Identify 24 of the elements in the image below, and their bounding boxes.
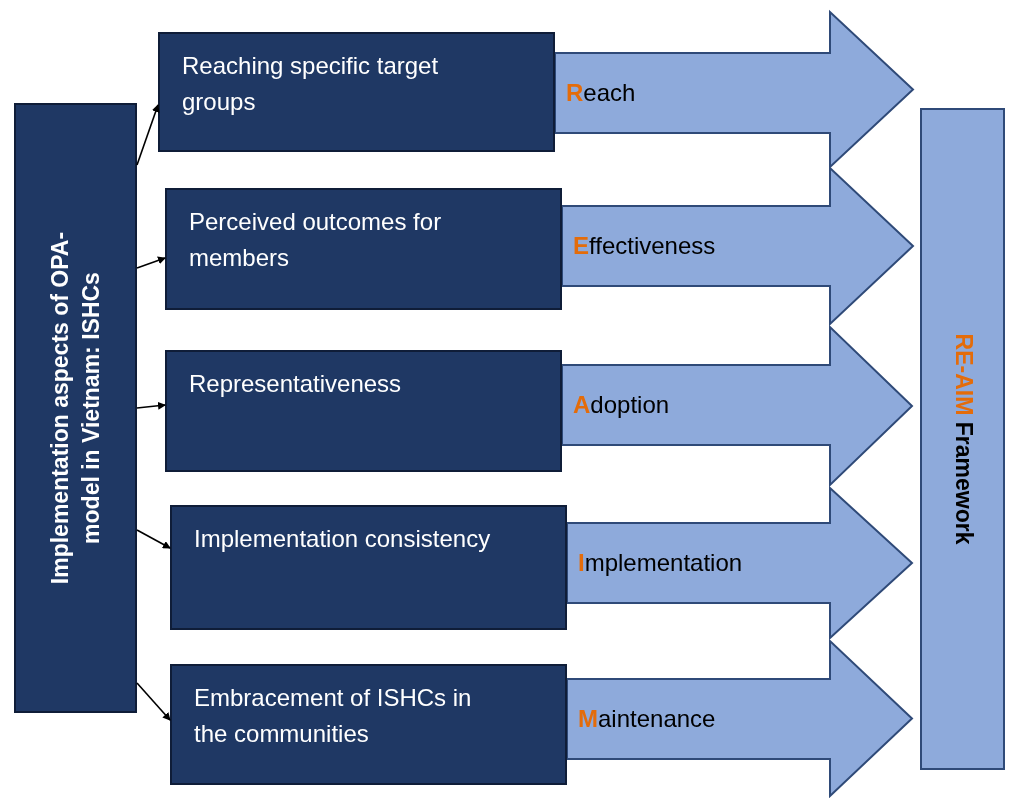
arrow [136, 104, 160, 166]
block-arrow-node [568, 488, 912, 638]
arrow-label: Effectiveness [573, 231, 716, 261]
arrow [136, 682, 171, 721]
vertical-label: RE-AIM Framework [949, 332, 977, 547]
arrow [136, 529, 171, 549]
block-arrow-node [563, 327, 912, 485]
block-arrow-node [563, 168, 913, 324]
block-arrow-node [556, 12, 913, 167]
process-box: Implementation consistency [170, 505, 567, 630]
vertical-box [920, 108, 1005, 770]
process-box: Embracement of ISHCs in the communities [170, 664, 567, 785]
process-box: Reaching specific target groups [158, 32, 555, 152]
arrow [136, 401, 166, 410]
arrow-label: Maintenance [578, 704, 716, 734]
process-box: Perceived outcomes for members [165, 188, 562, 310]
arrow-label: Adoption [573, 390, 670, 420]
block-arrow-node [568, 641, 912, 796]
arrow-label: Reach [566, 78, 636, 108]
arrow [136, 256, 166, 269]
arrow-label: Implementation [578, 548, 743, 578]
vertical-label: Implementation aspects of OPA-model in Vietnam: ISHCs [45, 230, 105, 587]
vertical-box [14, 103, 137, 713]
process-box: Representativeness [165, 350, 562, 472]
